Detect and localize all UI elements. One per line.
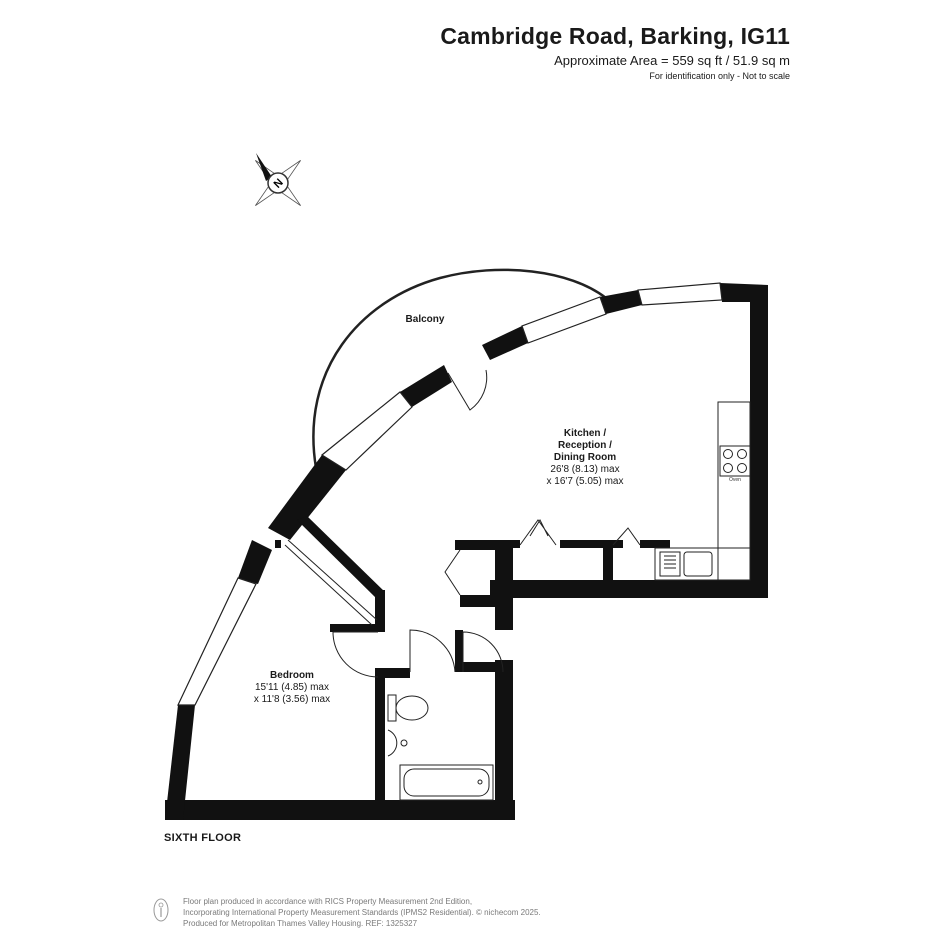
- balcony-outline: [312, 268, 607, 469]
- bedroom-door: [332, 631, 379, 678]
- bathroom-door: [409, 629, 456, 673]
- balcony-door: [447, 369, 488, 411]
- doors: [284, 369, 641, 678]
- bathtub-icon: [399, 764, 494, 801]
- bedroom-label: Bedroom 15'11 (4.85) max x 11'8 (3.56) m…: [254, 670, 330, 705]
- cupboard-door-3: [444, 549, 461, 596]
- compass-rose-icon: N: [255, 153, 301, 206]
- kitchen-worktop: [654, 401, 751, 581]
- property-title: Cambridge Road, Barking, IG11: [440, 23, 790, 49]
- plan-header: Cambridge Road, Barking, IG11 Approximat…: [440, 22, 790, 83]
- disclaimer-note: For identification only - Not to scale: [649, 71, 790, 81]
- svg-text:15'11 (4.85) max: 15'11 (4.85) max: [255, 682, 329, 693]
- svg-text:x 11'8 (3.56) max: x 11'8 (3.56) max: [254, 694, 330, 705]
- exterior-walls: [165, 283, 768, 820]
- balcony-label: Balcony: [406, 314, 445, 325]
- floor-label: SIXTH FLOOR: [164, 832, 242, 844]
- svg-text:Kitchen /: Kitchen /: [564, 428, 606, 439]
- hob-icon: [719, 445, 751, 477]
- rics-logo-icon: [153, 898, 169, 922]
- sink-icon: [659, 551, 713, 577]
- interior-walls: [275, 516, 670, 808]
- cupboard-door: [519, 518, 557, 546]
- footer-text: Floor plan produced in accordance with R…: [183, 897, 541, 928]
- bathroom-fixtures: [387, 694, 494, 801]
- toilet-icon: [387, 694, 429, 722]
- washbasin-icon: [387, 729, 408, 757]
- area-text: Approximate Area = 559 sq ft / 51.9 sq m: [554, 53, 790, 68]
- hall-door: [462, 631, 504, 673]
- kitchen-label: Kitchen / Reception / Dining Room 26'8 (…: [547, 428, 624, 487]
- svg-text:Bedroom: Bedroom: [270, 670, 314, 681]
- cupboard-door-2: [612, 527, 641, 546]
- windows: [177, 282, 723, 706]
- oven-label: Oven: [729, 477, 741, 483]
- svg-text:Dining Room: Dining Room: [554, 452, 616, 463]
- svg-text:x 16'7 (5.05) max: x 16'7 (5.05) max: [547, 476, 624, 487]
- svg-text:26'8 (8.13) max: 26'8 (8.13) max: [550, 464, 619, 475]
- svg-text:Reception /: Reception /: [558, 440, 612, 451]
